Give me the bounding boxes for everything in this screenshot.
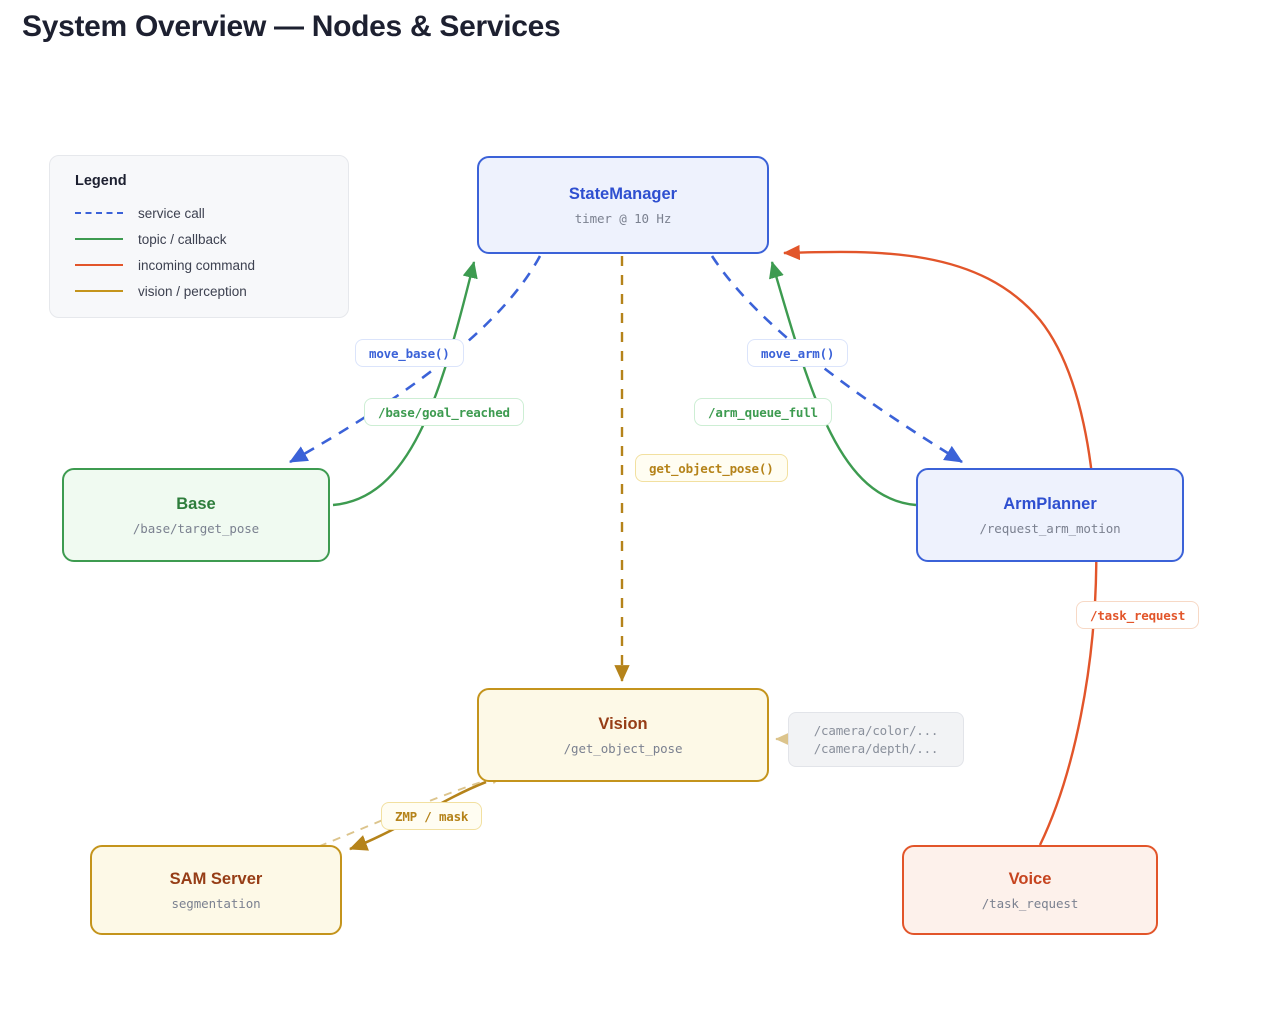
node-base[interactable]: Base /base/target_pose <box>62 468 330 562</box>
legend-item-topic-callback: topic / callback <box>75 226 348 252</box>
legend-swatch-service-call <box>75 212 123 214</box>
camera-topic-depth: /camera/depth/... <box>813 741 939 756</box>
node-statemanager[interactable]: StateManager timer @ 10 Hz <box>477 156 769 254</box>
edge-base-to-statemanager <box>332 261 478 507</box>
legend-label-topic-callback: topic / callback <box>138 231 227 247</box>
camera-topic-color: /camera/color/... <box>813 723 939 738</box>
node-sam-server[interactable]: SAM Server segmentation <box>90 845 342 935</box>
node-statemanager-title: StateManager <box>568 184 678 203</box>
legend-label-service-call: service call <box>138 205 205 221</box>
edge-label-goal-reached: /base/goal_reached <box>364 398 524 426</box>
legend-swatch-incoming-command <box>75 264 123 266</box>
node-base-title: Base <box>176 494 216 513</box>
edge-label-move-base: move_base() <box>355 339 464 367</box>
legend: Legend service call topic / callback inc… <box>49 155 349 318</box>
node-armplanner[interactable]: ArmPlanner /request_arm_motion <box>916 468 1184 562</box>
edge-label-task-request: /task_request <box>1076 601 1200 629</box>
node-voice-title: Voice <box>1008 869 1052 888</box>
legend-swatch-vision-perception <box>75 290 123 292</box>
legend-title: Legend <box>75 173 127 189</box>
node-statemanager-subtitle: timer @ 10 Hz <box>574 210 672 226</box>
node-voice-subtitle: /task_request <box>981 895 1079 911</box>
node-vision-subtitle: /get_object_pose <box>563 740 683 756</box>
legend-item-incoming-command: incoming command <box>75 252 348 278</box>
node-voice[interactable]: Voice /task_request <box>902 845 1158 935</box>
node-vision-title: Vision <box>598 714 648 733</box>
legend-label-vision-perception: vision / perception <box>138 283 247 299</box>
node-sam-server-subtitle: segmentation <box>171 895 261 911</box>
legend-item-vision-perception: vision / perception <box>75 278 348 304</box>
node-base-subtitle: /base/target_pose <box>132 520 260 536</box>
edge-label-zmp-mask: ZMP / mask <box>381 802 483 830</box>
legend-label-incoming-command: incoming command <box>138 257 256 273</box>
node-armplanner-title: ArmPlanner <box>1003 494 1097 513</box>
legend-item-service-call: service call <box>75 200 348 226</box>
edge-label-get-object-pose: get_object_pose() <box>635 454 788 482</box>
edge-label-move-arm: move_arm() <box>747 339 849 367</box>
page-title: System Overview — Nodes & Services <box>22 10 561 43</box>
node-sam-server-title: SAM Server <box>169 869 263 888</box>
edge-armplanner-to-statemanager <box>769 261 917 507</box>
edge-label-arm-queue-full: /arm_queue_full <box>694 398 832 426</box>
legend-swatch-topic-callback <box>75 238 123 240</box>
node-vision[interactable]: Vision /get_object_pose <box>477 688 769 782</box>
camera-topics-note: /camera/color/... /camera/depth/... <box>788 712 964 767</box>
node-armplanner-subtitle: /request_arm_motion <box>979 520 1121 536</box>
